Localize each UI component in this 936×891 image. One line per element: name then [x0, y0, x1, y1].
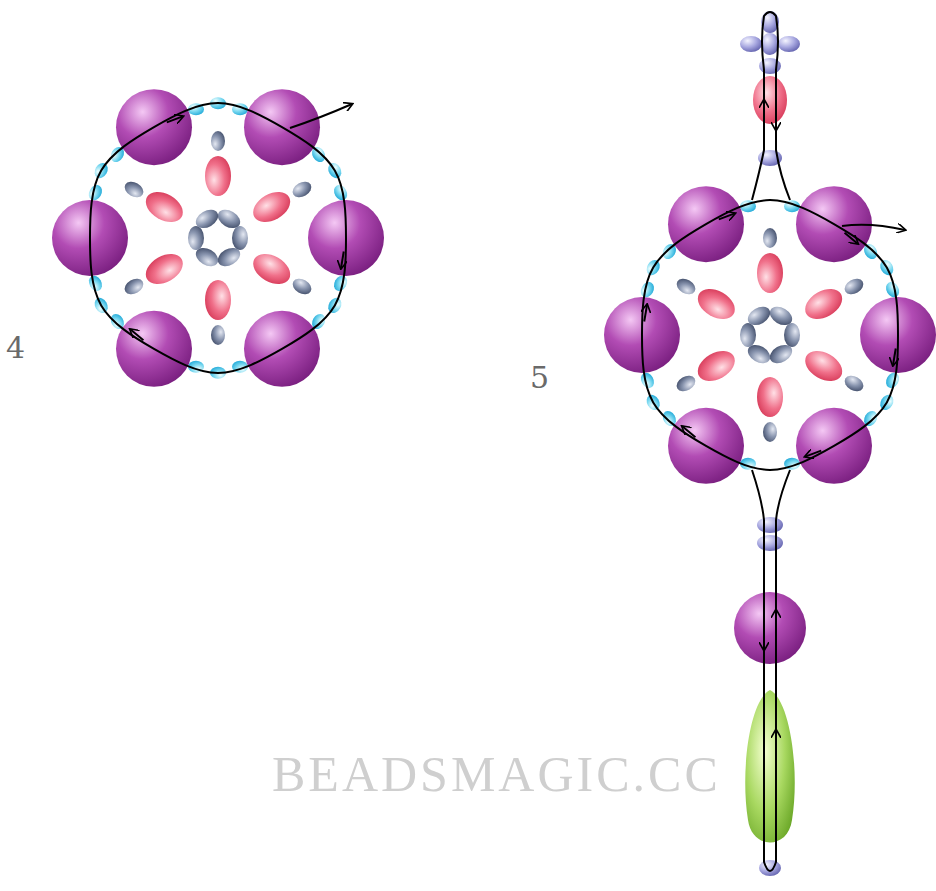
seed-bead	[122, 275, 146, 297]
thread-arrow	[644, 305, 647, 322]
center-bead	[188, 226, 204, 250]
thread-path	[752, 470, 790, 871]
thread-path	[752, 12, 790, 200]
rice-bead	[692, 283, 740, 326]
center-bead	[784, 323, 800, 347]
thread-path	[90, 103, 346, 373]
rice-bead	[800, 283, 848, 326]
seed-bead	[740, 36, 762, 52]
thread-arrow	[805, 451, 821, 457]
rice-bead	[140, 186, 188, 229]
seed-bead	[290, 275, 314, 297]
pearl-bead	[734, 592, 806, 664]
seed-bead	[842, 275, 866, 297]
seed-bead	[842, 372, 866, 394]
seed-bead	[763, 422, 777, 442]
rice-bead	[757, 377, 783, 417]
seed-bead	[763, 228, 777, 248]
rice-bead	[753, 76, 787, 124]
rice-bead	[757, 253, 783, 293]
rice-bead	[205, 156, 231, 196]
thread-arrow	[893, 348, 896, 365]
thread-arrow	[775, 610, 777, 660]
thread-arrow	[775, 730, 777, 780]
seed-bead	[757, 517, 783, 533]
center-bead	[767, 341, 796, 367]
rice-bead	[140, 248, 188, 291]
center-bead	[232, 226, 248, 250]
seed-bead	[674, 372, 698, 394]
seed-bead	[211, 325, 225, 345]
drop-bead	[745, 690, 795, 843]
thread-arrow	[341, 251, 344, 268]
seed-bead	[761, 33, 779, 55]
thread-arrow	[290, 104, 352, 128]
seed-bead	[211, 131, 225, 151]
thread-arrow	[775, 100, 777, 130]
seed-bead	[759, 860, 781, 876]
thread-arrow	[763, 100, 765, 130]
thread-arrow	[719, 213, 735, 219]
rice-bead	[205, 280, 231, 320]
seed-bead	[674, 275, 698, 297]
thread-path	[642, 200, 898, 470]
watermark: BEADSMAGIC.CC	[272, 745, 721, 803]
thread-arrow	[763, 600, 765, 650]
seed-bead	[290, 178, 314, 200]
rice-bead	[248, 186, 296, 229]
thread-arrow	[842, 225, 905, 230]
step-number: 5	[530, 360, 549, 395]
center-bead	[740, 323, 756, 347]
thread-arrow	[682, 426, 695, 437]
seed-bead	[778, 36, 800, 52]
rice-bead	[692, 345, 740, 388]
thread-arrow	[845, 233, 858, 244]
center-bead	[215, 244, 244, 270]
center-bead	[193, 206, 222, 232]
rice-bead	[248, 248, 296, 291]
center-bead	[745, 303, 774, 329]
step-number: 4	[6, 330, 25, 365]
seed-bead	[122, 178, 146, 200]
thread-arrow	[167, 116, 183, 122]
rice-bead	[800, 345, 848, 388]
seed-bead	[757, 535, 783, 551]
thread-arrow	[130, 329, 143, 340]
